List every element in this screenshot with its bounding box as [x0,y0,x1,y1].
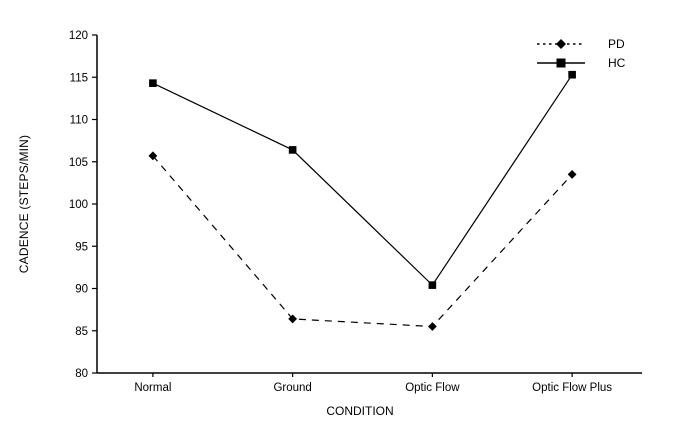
hc-line-sample-icon [537,58,585,68]
y-tick-label: 110 [70,115,88,127]
legend-label-pd: PD [608,37,625,51]
y-axis-title: CADENCE (STEPS/MIN) [17,134,31,274]
legend: PD HC [536,37,625,70]
pd-line [152,155,573,328]
y-tick-label: 100 [69,199,88,211]
pd-marker [427,322,437,331]
x-tick-label: Normal [134,382,171,394]
y-tick-label: 80 [75,368,88,380]
pd-line-sample-icon [537,39,585,49]
y-tick-label: 120 [69,30,88,42]
y-tick-label: 95 [75,241,88,253]
hc-marker [288,146,297,154]
hc-marker [428,281,437,289]
y-tick-label: 115 [70,72,88,84]
pd-marker [567,170,577,179]
x-tick-label: Optic Flow [405,382,460,394]
hc-marker [149,79,157,87]
y-tick-label: 105 [69,157,88,169]
legend-item-hc: HC [536,56,625,70]
pd-marker [148,151,158,161]
hc-line [152,74,573,287]
x-axis-title: CONDITION [326,404,394,418]
hc-marker [568,70,576,79]
legend-label-hc: HC [608,56,626,70]
pd-marker [288,314,298,324]
y-tick-label: 85 [75,326,88,338]
x-tick-label: Optic Flow Plus [532,382,612,394]
x-tick-label: Ground [273,382,311,394]
y-tick-label: 90 [75,284,88,296]
legend-item-pd: PD [536,37,625,51]
